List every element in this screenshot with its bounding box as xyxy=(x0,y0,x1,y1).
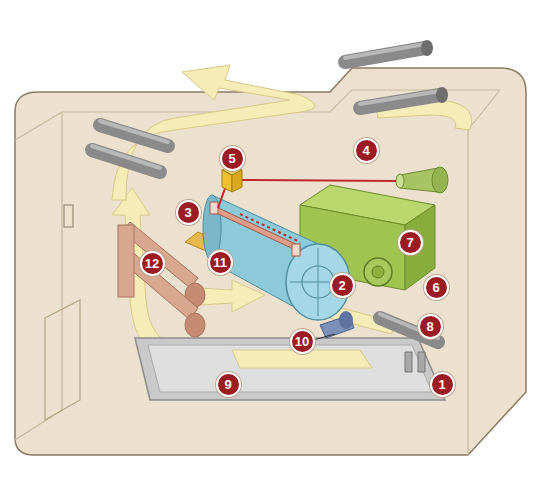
side-panel xyxy=(45,300,80,420)
roller-highlight xyxy=(360,91,440,104)
roller-end xyxy=(436,87,448,103)
callout-number: 1 xyxy=(430,372,455,397)
charge-roller-end xyxy=(210,202,218,214)
fuser-end xyxy=(185,313,205,337)
mirror xyxy=(232,170,242,192)
drum-axis xyxy=(318,248,319,316)
callout-number: 5 xyxy=(220,146,245,171)
paper-tray-inner xyxy=(148,345,432,392)
paper-tray xyxy=(135,338,445,400)
callout-number: 6 xyxy=(424,275,449,300)
side-slot xyxy=(64,205,73,227)
callout-number: 8 xyxy=(418,314,443,339)
paper-guide xyxy=(405,352,425,372)
roller-end xyxy=(421,40,433,56)
body-edge xyxy=(15,90,500,455)
roller-highlight xyxy=(100,121,168,142)
charge-roller xyxy=(212,205,300,252)
roller xyxy=(92,150,160,172)
roller-highlight xyxy=(92,146,160,168)
callout-number: 12 xyxy=(140,251,165,276)
fuser-roller xyxy=(118,225,134,297)
paper-path xyxy=(112,188,235,362)
charge-roller-end xyxy=(292,244,300,256)
laser-beam xyxy=(238,180,396,181)
laser-scan xyxy=(240,214,300,242)
printer-body xyxy=(15,68,526,455)
roller xyxy=(100,125,168,146)
roller-highlight xyxy=(345,44,425,58)
mirror xyxy=(222,170,232,192)
callout-number: 11 xyxy=(208,250,233,275)
callout-number: 10 xyxy=(290,329,315,354)
transfer-roller-end xyxy=(339,311,353,329)
leader-line xyxy=(313,334,335,340)
developer-roller-hub xyxy=(372,266,384,278)
laser-lens xyxy=(396,174,404,188)
developer-roller xyxy=(364,258,392,286)
callout-number: 3 xyxy=(176,200,201,225)
callout-number: 4 xyxy=(354,138,379,163)
callout-number: 2 xyxy=(330,273,355,298)
laser-body xyxy=(432,167,448,193)
callout-number: 7 xyxy=(398,230,423,255)
callout-number: 9 xyxy=(216,372,241,397)
